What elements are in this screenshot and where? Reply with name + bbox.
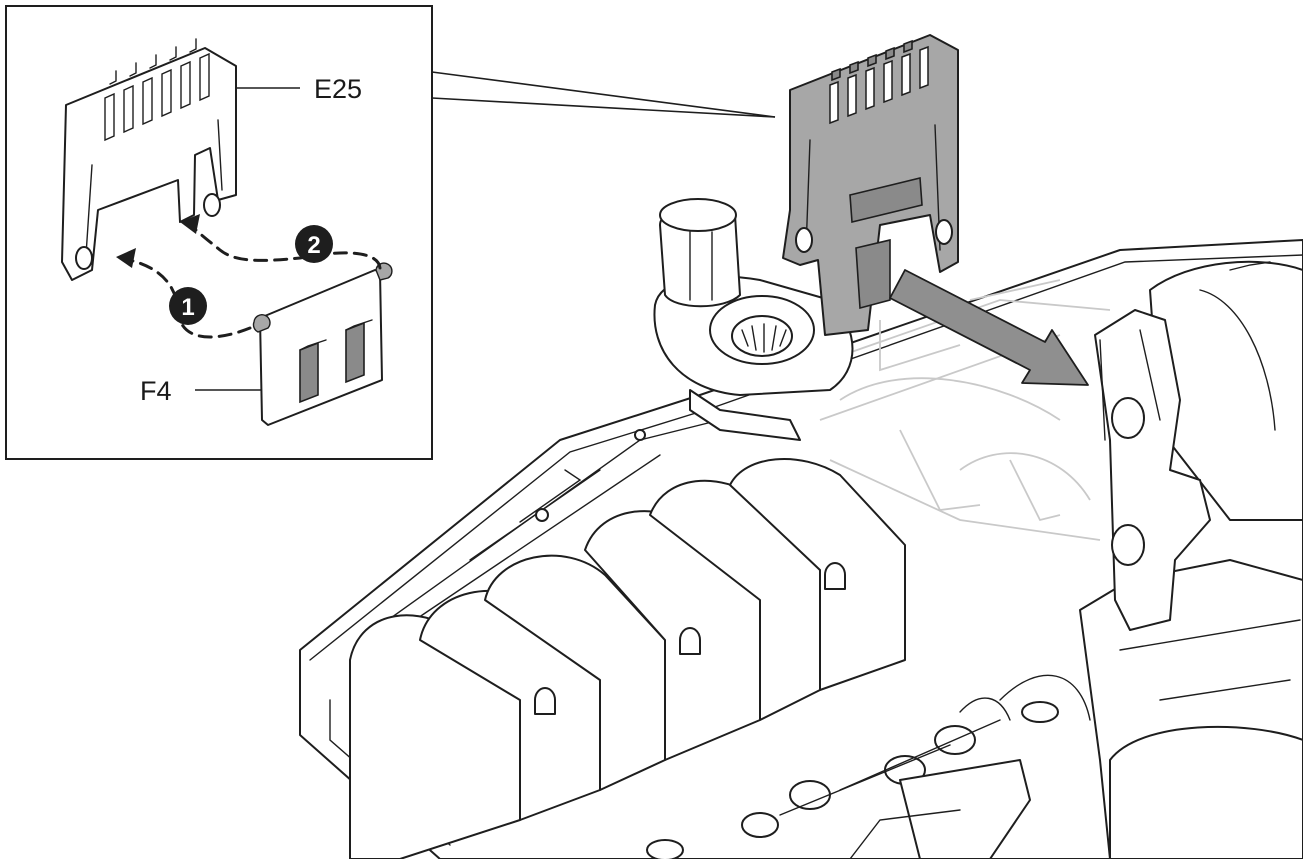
retaining-clip-main — [782, 34, 959, 336]
detail-inset: E25 F4 1 2 — [5, 5, 433, 460]
step-1-arrowhead-icon — [116, 248, 136, 268]
drive-knob — [653, 198, 854, 441]
motion-path-step-2 — [186, 220, 382, 270]
appliance-housing — [299, 198, 1303, 859]
callout-leader-lines — [431, 71, 776, 118]
insertion-arrow-icon — [889, 269, 1089, 386]
svg-text:1: 1 — [181, 294, 194, 321]
step-marker-2: 2 — [295, 225, 333, 263]
paddle-wheel-assembly — [349, 458, 1091, 859]
label-f4: F4 — [140, 376, 172, 406]
label-e25: E25 — [314, 74, 362, 104]
part-e25-drawing — [61, 38, 237, 281]
step-2-arrowhead-icon — [180, 214, 200, 234]
step-marker-1: 1 — [169, 287, 207, 325]
hidden-internal-structure — [799, 279, 1111, 541]
mounting-bracket — [1094, 309, 1211, 631]
svg-text:2: 2 — [307, 232, 320, 259]
